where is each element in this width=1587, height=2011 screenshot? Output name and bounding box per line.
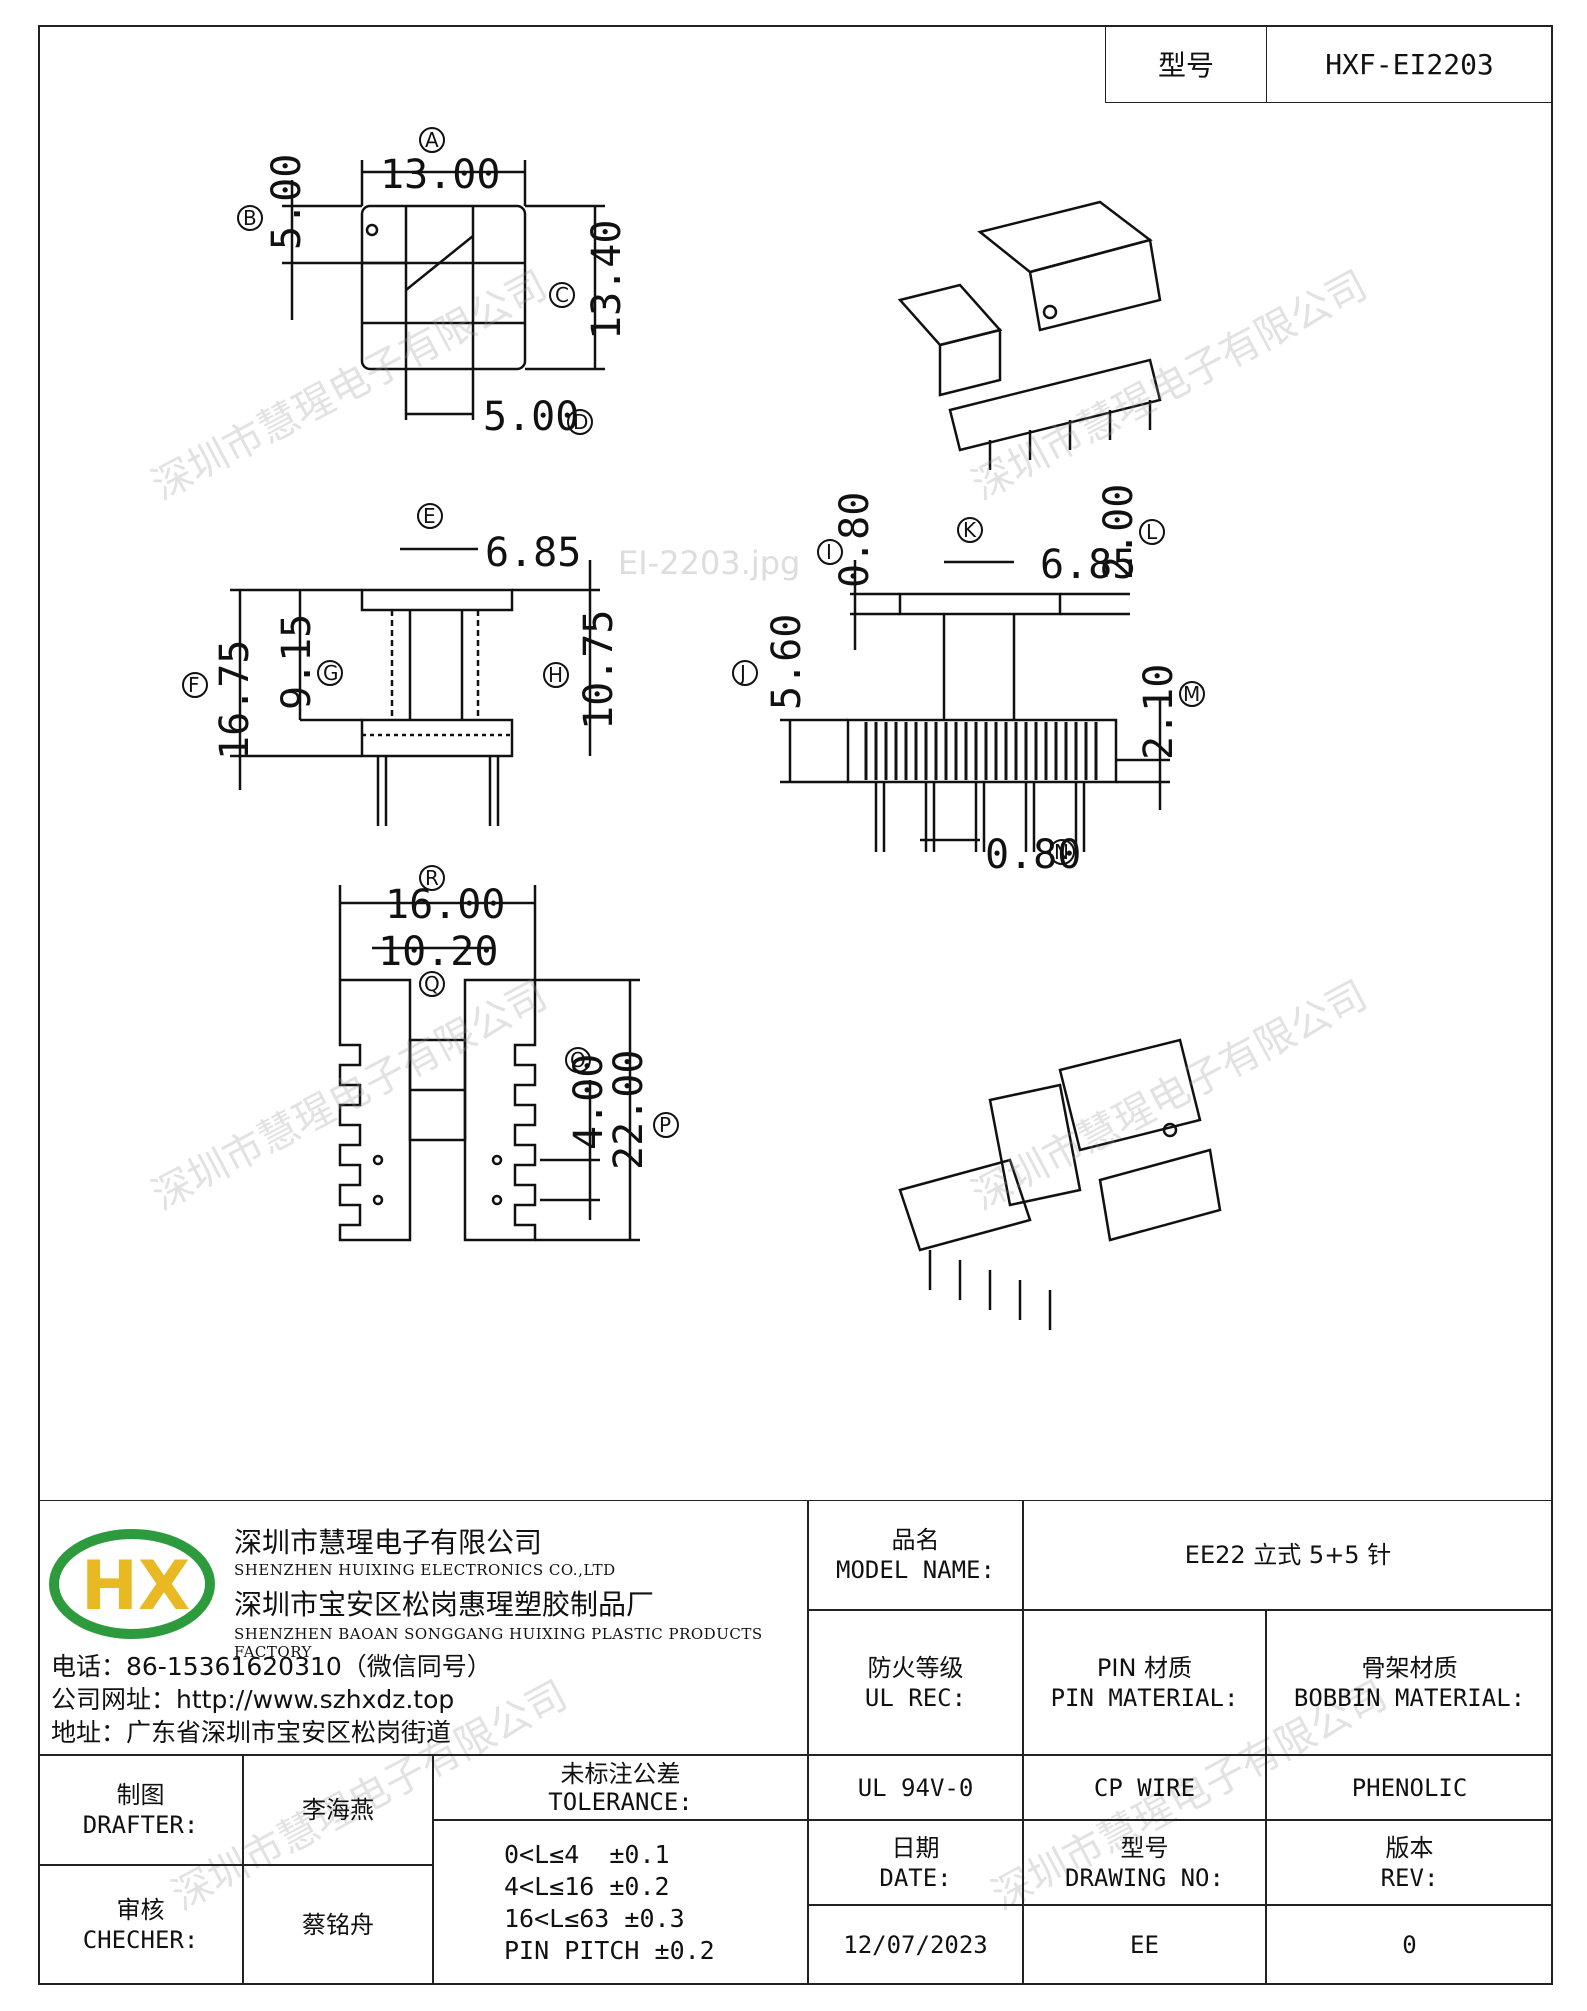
tolerance-row: PIN PITCH ±0.2 xyxy=(504,1935,715,1965)
bobbin-material-value: PHENOLIC xyxy=(1266,1755,1553,1820)
dim-k-text: 6.85 xyxy=(1040,542,1136,588)
balloon-p: P xyxy=(659,1113,671,1137)
dim-d-text: 5.00 xyxy=(483,394,579,440)
model-value: HXF-EI2203 xyxy=(1325,47,1494,81)
company-name-en: SHENZHEN HUIXING ELECTRONICS CO.,LTD xyxy=(234,1561,616,1579)
balloon-h: H xyxy=(548,663,563,687)
factory-name-cn: 深圳市宝安区松岗惠瑆塑胶制品厂 xyxy=(234,1588,655,1621)
balloon-g: G xyxy=(323,661,339,685)
model-name-en: MODEL NAME: xyxy=(836,1556,995,1584)
company-phone: 电话：86-15361620310（微信同号） xyxy=(51,1652,492,1681)
rev-value: 0 xyxy=(1266,1905,1553,1985)
balloon-o: O xyxy=(570,1048,586,1072)
company-logo: HX xyxy=(49,1529,215,1639)
dim-m-text: 2.10 xyxy=(1136,664,1182,760)
balloon-c: C xyxy=(555,283,569,307)
title-block: HX 深圳市慧瑆电子有限公司 SHENZHEN HUIXING ELECTRON… xyxy=(38,1500,1553,1985)
balloon-d: D xyxy=(573,410,588,434)
pin-material-value: CP WIRE xyxy=(1023,1755,1266,1820)
dim-b-text: 5.00 xyxy=(264,154,310,250)
dim-q-text: 10.20 xyxy=(378,929,498,975)
top-view xyxy=(282,160,605,420)
dim-g-text: 9.15 xyxy=(274,614,320,710)
front-view xyxy=(230,547,600,826)
dim-j-text: 5.60 xyxy=(764,614,810,710)
model-label: 型号 xyxy=(1106,26,1267,102)
company-name-cn: 深圳市慧瑆电子有限公司 xyxy=(234,1526,543,1559)
balloon-i: I xyxy=(826,540,832,564)
dim-o-text: 4.00 xyxy=(566,1054,612,1150)
dim-l-text: 2.00 xyxy=(1096,484,1142,580)
balloon-l: L xyxy=(1146,520,1158,544)
tolerance-row: 16<L≤63 ±0.3 xyxy=(504,1903,685,1933)
ul-value: UL 94V-0 xyxy=(808,1755,1023,1820)
dim-f-text: 16.75 xyxy=(212,640,258,760)
date-value: 12/07/2023 xyxy=(808,1905,1023,1985)
logo-text: HX xyxy=(81,1547,190,1626)
balloon-f: F xyxy=(188,673,200,697)
balloon-j: J xyxy=(738,661,746,685)
drawing-no-value: EE xyxy=(1023,1905,1266,1985)
dim-a-text: 13.00 xyxy=(380,152,500,198)
isometric-view-top xyxy=(897,200,1162,470)
balloon-e: E xyxy=(423,504,436,528)
tolerance-row: 4<L≤16 ±0.2 xyxy=(504,1871,670,1901)
balloon-b: B xyxy=(243,206,257,230)
model-name-label: 品名 MODEL NAME: xyxy=(808,1500,1023,1610)
checker-name: 蔡铭舟 xyxy=(243,1865,433,1985)
dim-h-text: 10.75 xyxy=(576,610,622,730)
balloon-k: K xyxy=(963,518,977,542)
balloon-m: M xyxy=(1183,682,1200,706)
balloon-a: A xyxy=(425,128,439,152)
isometric-view-bottom xyxy=(898,1038,1222,1330)
model-number-box: 型号 HXF-EI2203 xyxy=(1105,25,1553,103)
dim-p-text: 22.00 xyxy=(606,1050,652,1170)
model-name-value: EE22 立式 5+5 针 xyxy=(1023,1500,1553,1610)
dim-r-text: 16.00 xyxy=(385,882,505,928)
tolerance-row: 0<L≤4 ±0.1 xyxy=(504,1839,670,1869)
tolerance-list: 0<L≤4 ±0.1 4<L≤16 ±0.2 16<L≤63 ±0.3 PIN … xyxy=(433,1820,808,1985)
bottom-view xyxy=(338,885,640,1242)
company-website[interactable]: 公司网址：http://www.szhxdz.top xyxy=(51,1685,455,1714)
dim-i-text: 0.80 xyxy=(832,492,878,588)
model-name-cn: 品名 xyxy=(891,1526,940,1554)
image-label-watermark: EI-2203.jpg xyxy=(618,544,800,582)
company-address: 地址：广东省深圳市宝安区松岗街道 xyxy=(51,1718,452,1747)
technical-drawing: 13.00 5.00 13.40 5.00 6.85 16.75 9.15 10… xyxy=(182,127,1222,1330)
drafter-name: 李海燕 xyxy=(243,1755,433,1865)
side-view xyxy=(780,560,1170,852)
factory-name-en: SHENZHEN BAOAN SONGGANG HUIXING PLASTIC … xyxy=(234,1625,763,1661)
dim-c-text: 13.40 xyxy=(584,220,630,340)
dim-e-text: 6.85 xyxy=(485,530,581,576)
company-info: HX 深圳市慧瑆电子有限公司 SHENZHEN HUIXING ELECTRON… xyxy=(38,1500,808,1755)
balloon-r: R xyxy=(425,866,439,890)
balloon-n: N xyxy=(1054,840,1069,864)
balloon-q: Q xyxy=(424,972,440,996)
